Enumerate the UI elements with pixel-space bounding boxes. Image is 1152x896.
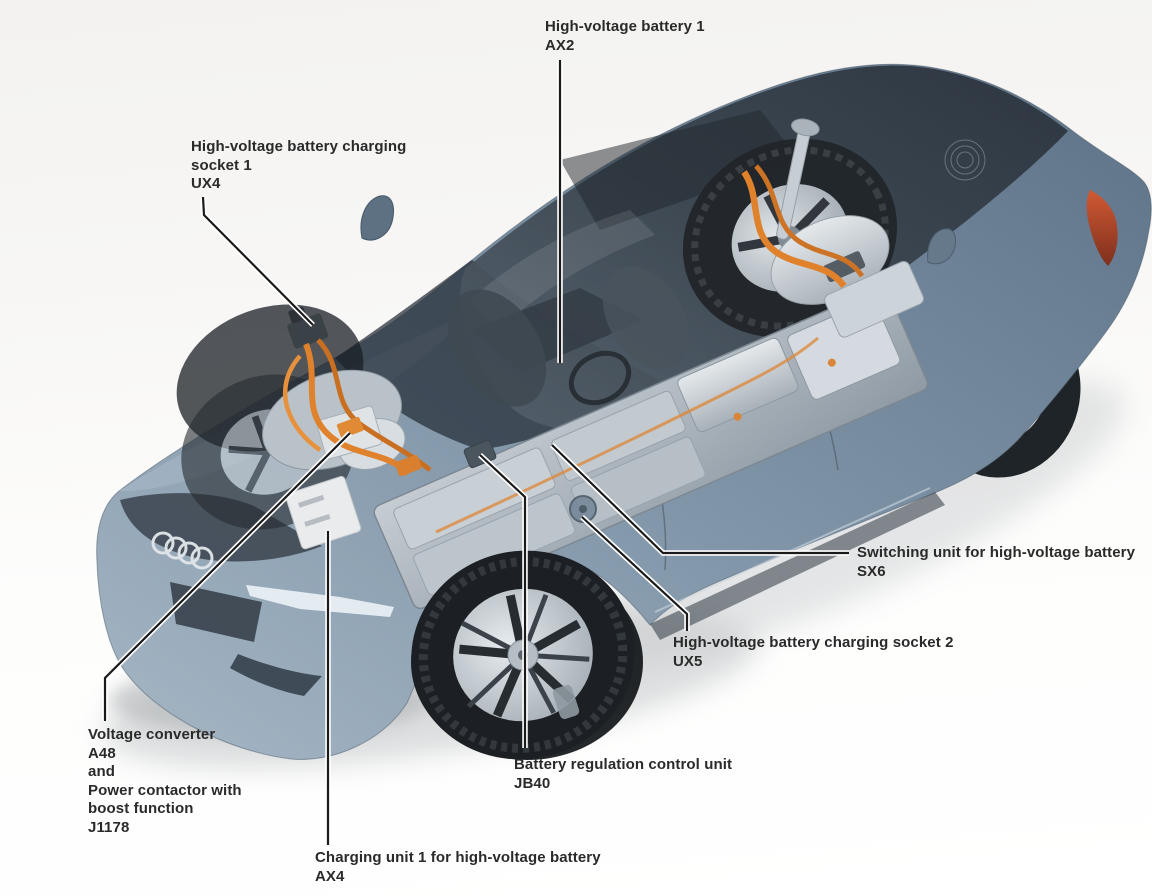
hv-floor-cable [435, 336, 819, 534]
brake-caliper [552, 684, 580, 720]
leader-line-voltage-converter-power-contactor [103, 432, 351, 721]
driver-seat [447, 289, 547, 407]
hv-cables-rear [741, 164, 865, 289]
leader-halo-hv-charging-socket-1 [200, 196, 315, 327]
tail-light [1086, 190, 1118, 266]
audi-rings-logo [151, 531, 214, 570]
side-mirror-left [360, 195, 394, 241]
headlight [246, 585, 394, 617]
hv-cables-front [282, 338, 432, 477]
leader-halo-switching-unit [550, 443, 849, 556]
steering-wheel [568, 350, 632, 406]
leader-line-hv-charging-socket-2 [581, 516, 689, 631]
leader-halo-voltage-converter-power-contactor [102, 431, 352, 721]
charging-socket-1-component [287, 306, 329, 349]
high-voltage-battery-pack [373, 286, 929, 610]
charging-flap-socket-2 [569, 495, 597, 523]
rocker-sill [650, 492, 945, 640]
side-mirror-right [927, 228, 957, 265]
leader-line-switching-unit [551, 444, 849, 555]
charging-unit-box [285, 476, 362, 550]
leader-halo-hv-charging-socket-2 [580, 514, 690, 631]
roof-inset-panel [560, 110, 800, 230]
rear-suspension-strut [776, 118, 820, 240]
passenger-seat [602, 266, 690, 370]
leader-line-battery-regulation-control-unit [479, 454, 527, 748]
rear-window-speaker-rings [944, 139, 986, 181]
leader-halo-battery-regulation-control-unit [478, 452, 528, 748]
sill-highlight [654, 487, 931, 613]
leader-line-hv-charging-socket-1 [201, 196, 314, 326]
front-lower-grille [170, 582, 262, 642]
battery-module-box-1 [677, 337, 799, 433]
front-lip [230, 654, 322, 696]
front-grille-mask [120, 493, 322, 562]
cabin-interior [447, 266, 690, 407]
rear-electric-motor [770, 215, 925, 338]
